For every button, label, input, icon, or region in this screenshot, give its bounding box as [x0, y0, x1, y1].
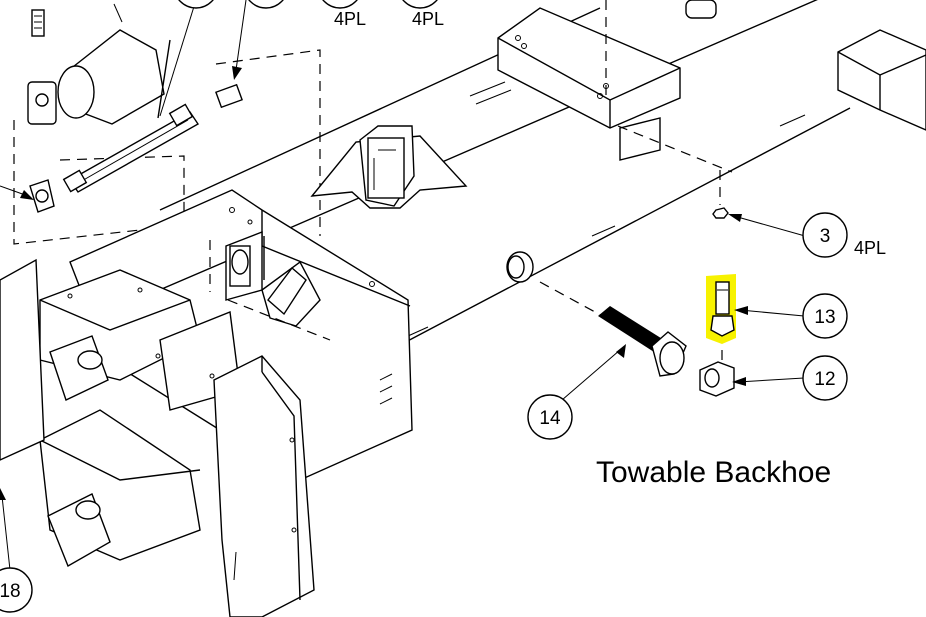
callout-13: 13 — [802, 293, 848, 339]
top-note-2: 4PL — [412, 9, 444, 29]
callout-3: 3 4PL — [802, 212, 886, 258]
frame-box — [69, 189, 413, 481]
callout-3-label: 3 — [820, 226, 831, 247]
pedestal-mount — [310, 125, 468, 209]
callout-14-label: 14 — [539, 408, 561, 429]
bushing-on-beam — [506, 251, 534, 283]
callout-14: 14 — [527, 394, 573, 440]
callout-12-label: 12 — [814, 369, 835, 390]
callout-3-note: 4PL — [854, 238, 886, 258]
part-12-elbow — [699, 361, 735, 397]
callout-18-label: 18 — [0, 581, 21, 602]
front-arms — [0, 258, 241, 568]
part-13-fitting — [706, 274, 736, 344]
part-3-nut — [712, 207, 729, 219]
top-mount-bracket — [497, 0, 717, 161]
cross-tube — [837, 29, 926, 131]
callout-13-label: 13 — [814, 307, 835, 328]
part-14-pin — [598, 306, 687, 377]
callout-12: 12 — [802, 355, 848, 401]
hydraulic-parts — [27, 9, 243, 213]
leader-lines — [0, 0, 806, 571]
top-partial-balloons: 4PL 4PL — [178, 0, 444, 29]
diagram-caption: Towable Backhoe — [596, 456, 832, 489]
side-plate — [213, 355, 315, 617]
top-note-1: 4PL — [334, 9, 366, 29]
callout-18: 18 — [0, 567, 33, 613]
